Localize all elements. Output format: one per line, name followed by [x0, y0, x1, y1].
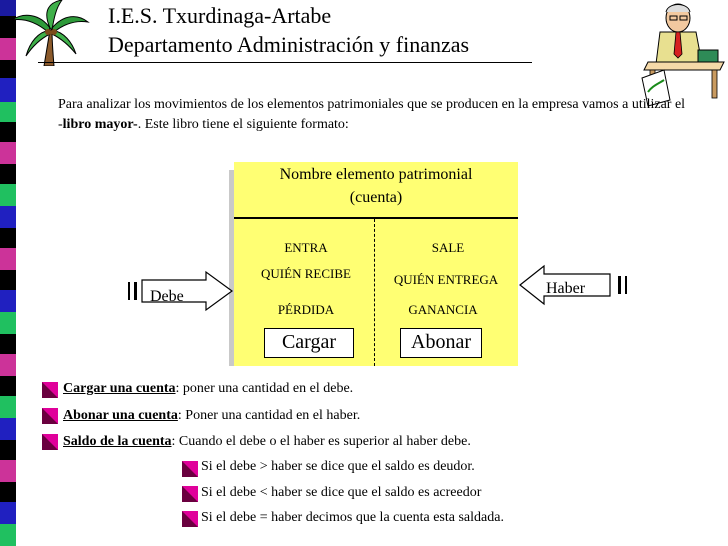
cuenta-saldada-item: Si el debe = haber decimos que la cuenta…: [201, 510, 504, 525]
header-divider: [38, 62, 532, 63]
triangle-bullet-icon: [182, 511, 198, 527]
ledger-vertical-line: [374, 219, 375, 366]
definition-saldo: Saldo de la cuenta: Cuando el debe o el …: [63, 434, 471, 449]
ledger-right-ganancia: GANANCIA: [408, 302, 478, 317]
intro-paragraph: Para analizar los movimientos de los ele…: [58, 97, 686, 132]
haber-arrow-icon: [519, 264, 627, 306]
triangle-bullet-icon: [42, 382, 58, 398]
ledger-left-entra: ENTRA: [284, 240, 328, 255]
debe-arrow-icon: [128, 270, 234, 312]
cargar-box: Cargar: [264, 328, 354, 358]
header-line1: I.E.S. Txurdinaga-Artabe: [108, 3, 332, 28]
haber-label: Haber: [546, 280, 586, 297]
triangle-bullet-icon: [42, 408, 58, 424]
ledger-account: Nombre elemento patrimonial (cuenta) ENT…: [234, 162, 518, 366]
ledger-right-sale: SALE: [431, 240, 465, 255]
ledger-account-name: Nombre elemento patrimonial: [279, 166, 473, 183]
header-line2: Departamento Administración y finanzas: [108, 32, 470, 57]
palm-tree-icon: [11, 0, 90, 66]
triangle-bullet-icon: [42, 434, 58, 450]
saldo-acreedor-item: Si el debe < haber se dice que el saldo …: [201, 485, 482, 500]
abonar-box: Abonar: [400, 328, 482, 358]
left-decor-stripe: [0, 0, 16, 546]
ledger-left-quien-recibe: QUIÉN RECIBE: [261, 266, 351, 281]
ledger-account-name-sub: (cuenta): [349, 189, 403, 206]
definition-abonar: Abonar una cuenta: Poner una cantidad en…: [63, 408, 361, 423]
debe-label: Debe: [150, 288, 184, 305]
definition-cargar: Cargar una cuenta: poner una cantidad en…: [63, 381, 354, 396]
accountant-clipart-icon: [641, 3, 725, 107]
triangle-bullet-icon: [182, 461, 198, 477]
triangle-bullet-icon: [182, 486, 198, 502]
ledger-left-perdida: PÉRDIDA: [277, 302, 335, 317]
ledger-horizontal-line: [234, 217, 518, 219]
saldo-deudor-item: Si el debe > haber se dice que el saldo …: [201, 459, 475, 474]
ledger-right-quien-entrega: QUIÉN ENTREGA: [393, 272, 499, 287]
